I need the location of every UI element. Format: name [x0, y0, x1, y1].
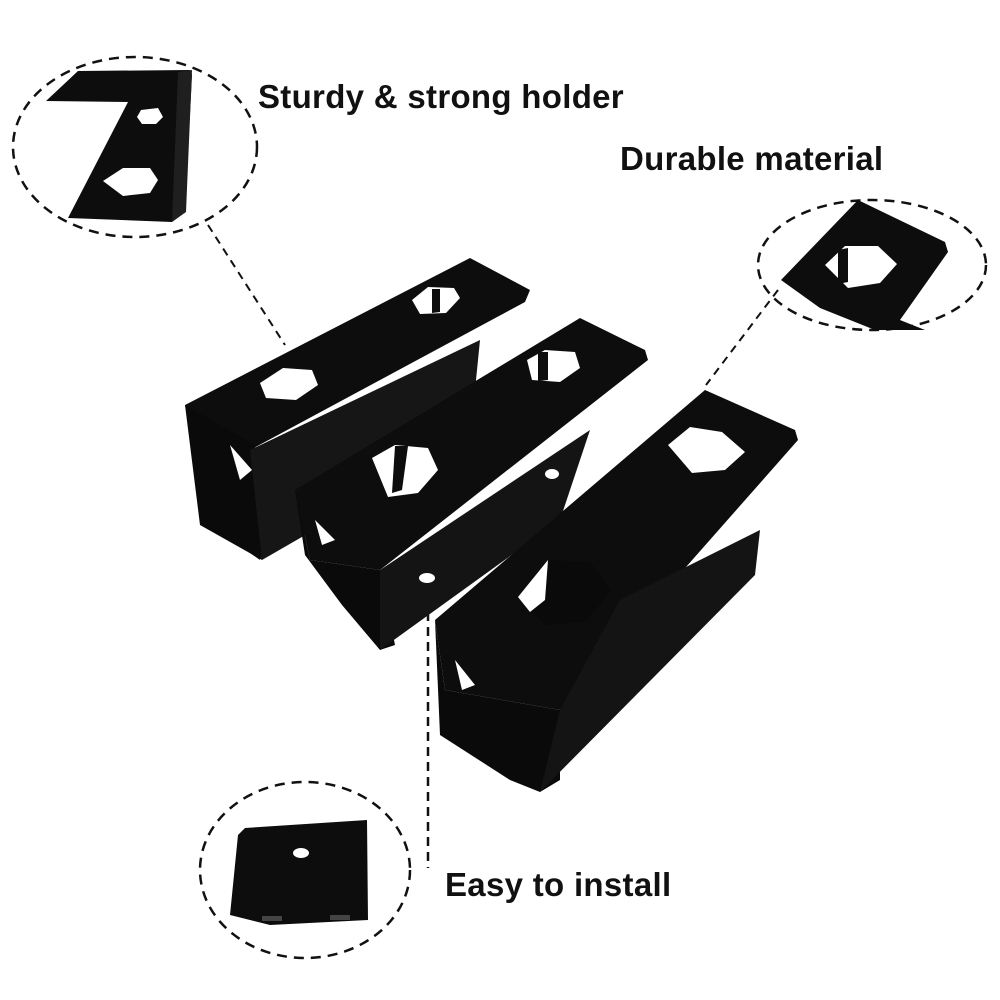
hex-hole [668, 427, 745, 473]
dashed-ellipse-sturdy [11, 55, 259, 239]
hex-hole [372, 445, 438, 497]
bracket-set [185, 258, 798, 792]
bracket-corner-closeup [46, 70, 192, 222]
hex-hole-closeup [781, 200, 948, 330]
bracket-2 [295, 318, 648, 650]
label-easy-install: Easy to install [445, 866, 672, 903]
label-durable-material: Durable material [620, 140, 884, 177]
dashed-ellipse-durable [756, 198, 988, 332]
screw-hole [545, 469, 559, 479]
screw-hole [419, 573, 435, 583]
screw-hole [293, 848, 309, 858]
callout-durable [705, 198, 988, 386]
small-hex-hole [137, 108, 163, 124]
callout-sturdy [11, 55, 286, 346]
bracket-3 [435, 390, 798, 792]
dashed-ellipse-easy [198, 780, 412, 960]
hex-hole [103, 168, 158, 196]
label-sturdy-holder: Sturdy & strong holder [258, 78, 624, 115]
callout-easy [198, 582, 430, 960]
leader-line-durable [705, 289, 779, 386]
screw-hole-closeup [230, 820, 368, 925]
leader-line-sturdy [207, 224, 286, 346]
hex-hole [260, 368, 318, 400]
